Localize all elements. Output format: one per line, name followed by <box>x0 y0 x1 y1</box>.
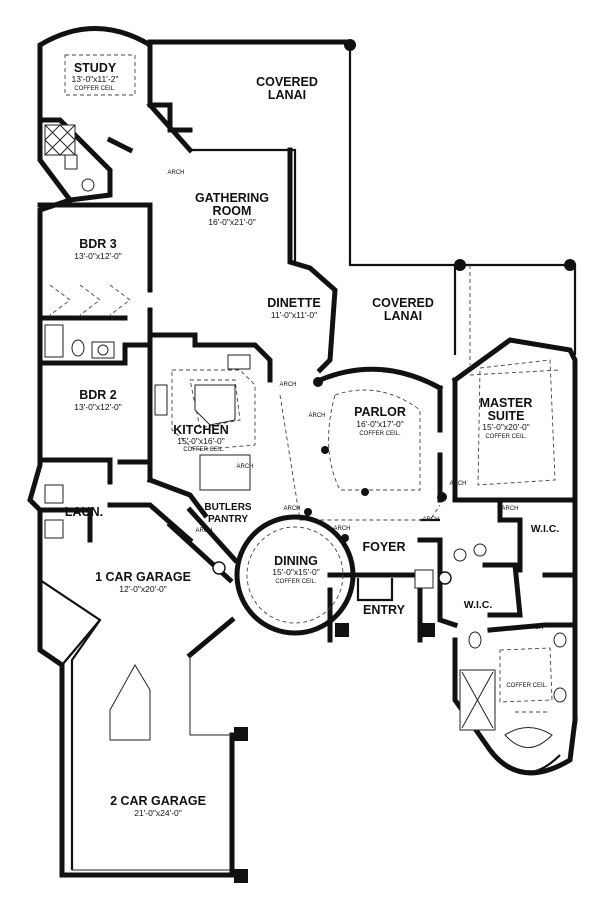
arch-label: ARCH <box>308 413 325 419</box>
columns <box>212 39 576 883</box>
arch-label: ARCH <box>283 506 300 512</box>
room-name: LAUN. <box>65 505 103 519</box>
room-label-master-suite: MASTER SUITE 15'-0"x20'-0" COFFER CEIL. <box>480 396 533 440</box>
room-label-covered-lanai-top: COVERED LANAI <box>256 75 318 102</box>
room-dimensions: 16'-0"x21'-0" <box>208 217 256 227</box>
room-label-wic-center: W.I.C. <box>464 599 493 611</box>
room-name: COVERED <box>372 296 434 310</box>
room-name: W.I.C. <box>531 523 560 535</box>
room-label-entry: ENTRY <box>363 603 406 617</box>
bath-tub-bay <box>459 669 561 774</box>
room-note: COFFER CEIL. <box>74 86 116 92</box>
room-dimensions: 13'-0"x12'-0" <box>74 251 122 261</box>
room-dimensions: 13'-0"x12'-0" <box>74 402 122 412</box>
room-name: ROOM <box>213 204 252 218</box>
room-name: PARLOR <box>354 405 406 419</box>
room-dimensions: 11'-0"x11'-0" <box>271 310 317 320</box>
room-label-covered-lanai-right: COVERED LANAI <box>372 296 434 323</box>
fixtures <box>44 124 567 871</box>
room-label-foyer: FOYER <box>362 540 405 554</box>
room-name: COVERED <box>256 75 318 89</box>
room-label-master-bath: COFFER CEIL. <box>506 683 548 689</box>
room-name: LANAI <box>268 88 306 102</box>
room-name: 2 CAR GARAGE <box>110 794 206 808</box>
arch-labels: ARCH ARCH ARCH ARCH ARCH ARCH ARCH ARCH … <box>167 170 543 631</box>
walls <box>27 26 578 878</box>
dining-room-shape <box>234 514 356 636</box>
room-name: W.I.C. <box>464 599 493 611</box>
room-name: DINETTE <box>267 296 320 310</box>
room-name: BDR 3 <box>79 237 117 251</box>
room-label-parlor: PARLOR 16'-0"x17'-0" COFFER CEIL. <box>354 405 406 437</box>
room-name: BDR 2 <box>79 388 117 402</box>
room-label-study: STUDY 13'-0"x11'-2" COFFER CEIL. <box>72 61 119 92</box>
room-name: ENTRY <box>363 603 406 617</box>
room-labels: STUDY 13'-0"x11'-2" COFFER CEIL. COVERED… <box>65 61 559 818</box>
room-name: GATHERING <box>195 191 269 205</box>
room-label-kitchen: KITCHEN 15'-0"x16'-0" COFFER CEIL. <box>173 423 229 453</box>
room-dimensions: 15'-0"x15'-0" <box>272 567 320 577</box>
room-label-one-car-garage: 1 CAR GARAGE 12'-0"x20'-0" <box>95 570 191 594</box>
room-label-dinette: DINETTE 11'-0"x11'-0" <box>267 296 320 320</box>
room-label-bdr3: BDR 3 13'-0"x12'-0" <box>74 237 122 261</box>
room-dimensions: 15'-0"x20'-0" <box>482 422 530 432</box>
room-note: COFFER CEIL. <box>359 431 401 437</box>
room-label-butlers-pantry: BUTLERS PANTRY <box>204 502 252 525</box>
ceiling-lines <box>49 54 561 713</box>
room-name: SUITE <box>488 409 525 423</box>
room-name: 1 CAR GARAGE <box>95 570 191 584</box>
room-note: COFFER CEIL. <box>183 447 225 453</box>
room-dimensions: 13'-0"x11'-2" <box>72 74 119 84</box>
room-note: COFFER CEIL. <box>506 683 548 689</box>
room-name: STUDY <box>74 61 117 75</box>
room-dimensions: 21'-0"x24'-0" <box>134 808 182 818</box>
arch-label: ARCH <box>279 382 296 388</box>
arch-label: ARCH <box>236 464 253 470</box>
room-label-two-car-garage: 2 CAR GARAGE 21'-0"x24'-0" <box>110 794 206 818</box>
room-name: BUTLERS <box>204 502 252 513</box>
room-name: FOYER <box>362 540 405 554</box>
room-dimensions: 15'-0"x16'-0" <box>177 436 225 446</box>
room-label-wic-right: W.I.C. <box>531 523 560 535</box>
room-dimensions: 16'-0"x17'-0" <box>356 419 404 429</box>
room-label-bdr2: BDR 2 13'-0"x12'-0" <box>74 388 122 412</box>
arch-label: ARCH <box>526 625 543 631</box>
arch-label: ARCH <box>167 170 184 176</box>
arch-label: ARCH <box>449 481 466 487</box>
room-note: COFFER CEIL. <box>275 579 317 585</box>
room-label-dining: DINING 15'-0"x15'-0" COFFER CEIL. <box>272 554 320 585</box>
room-label-gathering-room: GATHERING ROOM 16'-0"x21'-0" <box>195 191 269 227</box>
arch-label: ARCH <box>333 526 350 532</box>
room-dimensions: 12'-0"x20'-0" <box>119 584 167 594</box>
room-label-laundry: LAUN. <box>65 505 103 519</box>
room-name: DINING <box>274 554 318 568</box>
arch-label: ARCH <box>501 506 518 512</box>
arch-label: ARCH <box>195 528 212 534</box>
room-name: MASTER <box>480 396 533 410</box>
room-name: LANAI <box>384 309 422 323</box>
arch-label: ARCH <box>422 517 439 523</box>
room-note: COFFER CEIL. <box>485 434 527 440</box>
room-name: KITCHEN <box>173 423 229 437</box>
room-name: PANTRY <box>208 514 248 525</box>
